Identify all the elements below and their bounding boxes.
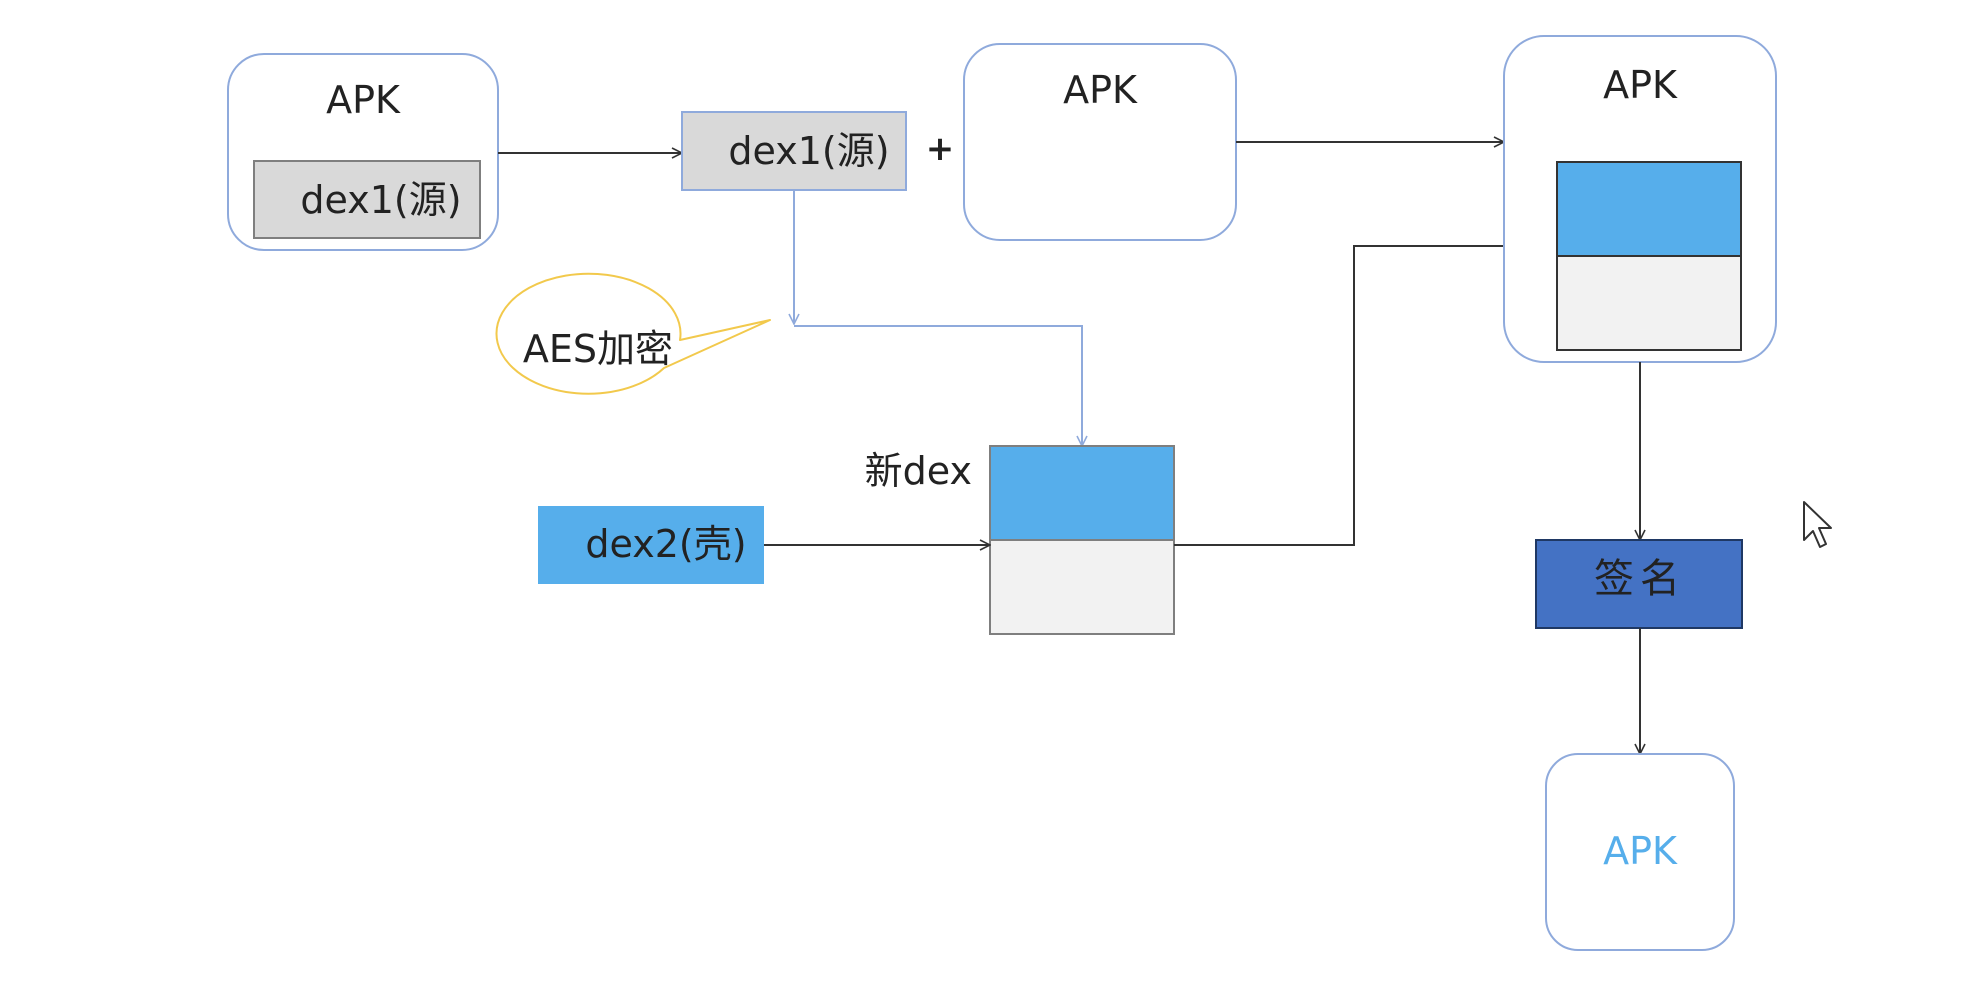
plus-sign: + bbox=[926, 129, 955, 169]
arrow-new-dex-to-combined bbox=[1174, 246, 1536, 546]
source-apk: APK dex1(源) bbox=[227, 53, 499, 251]
extracted-dex: dex1(源) bbox=[681, 111, 907, 191]
extracted-dex-label: dex1(源) bbox=[728, 129, 889, 173]
sign-box bbox=[1535, 539, 1743, 629]
final-apk-title: APK bbox=[1603, 829, 1678, 873]
combined-apk: APK bbox=[1503, 35, 1777, 363]
sign-step: 签名 bbox=[1535, 539, 1743, 629]
source-apk-title: APK bbox=[326, 78, 401, 122]
final-apk-container bbox=[1545, 753, 1735, 951]
combined-dex-shell-part bbox=[1556, 255, 1742, 351]
aes-encryption-callout: AES加密 bbox=[495, 272, 771, 395]
mouse-cursor-icon bbox=[1803, 501, 1832, 548]
new-dex-shell-part bbox=[989, 539, 1175, 635]
shell-apk: APK bbox=[963, 43, 1237, 241]
shell-dex: dex2(壳) bbox=[538, 506, 764, 584]
shell-dex-label: dex2(壳) bbox=[585, 522, 746, 566]
shell-dex-box bbox=[538, 506, 764, 584]
new-dex-encrypted-part bbox=[989, 445, 1175, 541]
callout-label: AES加密 bbox=[523, 327, 673, 371]
callout-bubble bbox=[495, 272, 771, 395]
new-dex bbox=[989, 445, 1175, 635]
new-dex-label: 新dex bbox=[865, 449, 972, 493]
arrow-encrypt-to-new-dex bbox=[794, 325, 1082, 446]
sign-label: 签名 bbox=[1594, 556, 1686, 602]
combined-dex-encrypted-part bbox=[1556, 161, 1742, 257]
source-dex-box bbox=[253, 160, 481, 239]
combined-apk-title: APK bbox=[1603, 63, 1678, 107]
final-apk: APK bbox=[1545, 753, 1735, 951]
source-dex-label: dex1(源) bbox=[300, 178, 461, 222]
shell-apk-title: APK bbox=[1063, 68, 1138, 112]
